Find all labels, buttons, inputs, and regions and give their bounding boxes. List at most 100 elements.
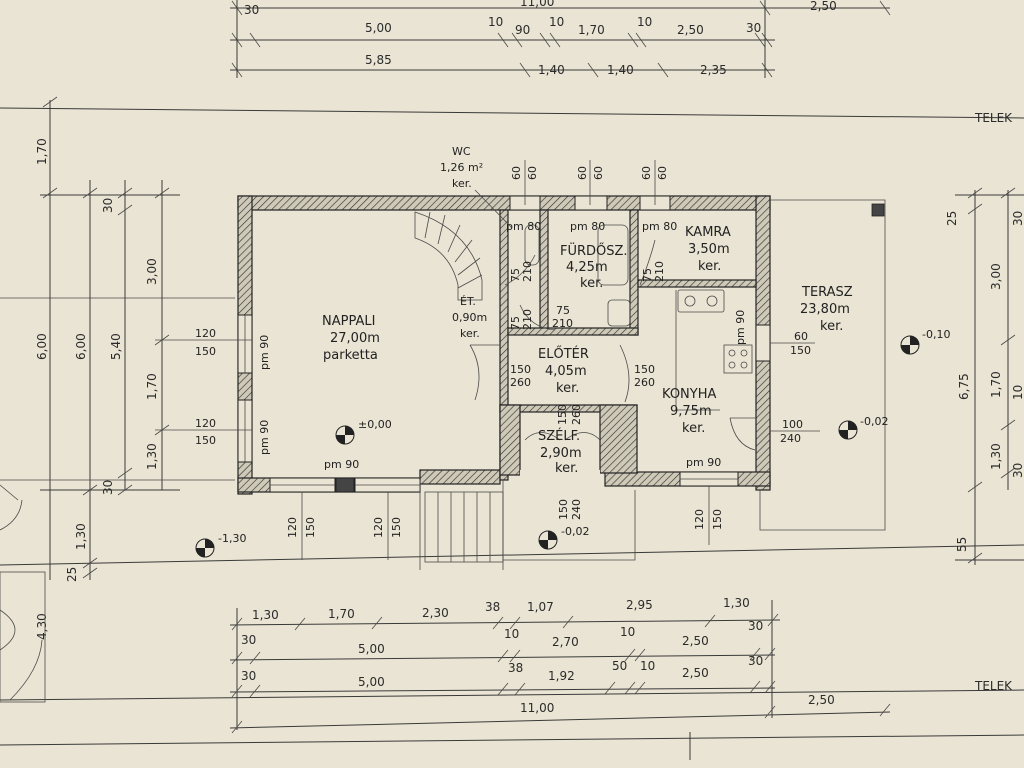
open-top-c-2: 60	[656, 166, 669, 180]
open-top-b-1: 60	[576, 166, 589, 180]
pm-kamra: pm 80	[642, 220, 677, 233]
outdoor-areas	[502, 199, 886, 561]
room-nappali-name: NAPPALI	[322, 314, 375, 329]
telek-label-top: TELEK	[974, 111, 1013, 125]
open-id-1: 75	[641, 268, 654, 282]
dim-bot-3-g: 2,50	[682, 666, 709, 680]
dim-right-a: 25	[945, 211, 959, 226]
dim-top-0-c: 2,50	[810, 0, 837, 13]
room-labels: NAPPALI 27,00m parketta WC 1,26 m² ker. …	[322, 145, 853, 476]
level-markers: ±0,00 -1,30 -0,02 -0,02 -0,10	[195, 328, 950, 558]
dim-right-d: 6,75	[957, 373, 971, 400]
dim-bot-1-c: 2,30	[422, 606, 449, 620]
open-er-2: 260	[634, 376, 655, 389]
room-furdo-name: FÜRDŐSZ.	[560, 242, 628, 259]
open-el-2: 260	[510, 376, 531, 389]
open-wl-b-2: 150	[195, 434, 216, 447]
dim-top-1-f: 10	[637, 15, 652, 29]
room-eloter-finish: ker.	[556, 381, 579, 396]
open-er-1: 150	[634, 363, 655, 376]
room-nappali-area: 27,00m	[330, 331, 380, 346]
dim-top-0-a: 30	[244, 3, 259, 17]
open-ia-1: 75	[509, 268, 522, 282]
left-dimensions: 1,70 6,00 6,00 5,40 30 3,00 1,70 1,30 30…	[35, 96, 180, 640]
open-s-1: 150	[556, 404, 569, 425]
pm-konyha-r: pm 90	[734, 310, 747, 345]
level-entrance: -0,02	[561, 525, 589, 538]
dim-top-1-h: 30	[746, 21, 761, 35]
dim-top-1-g: 2,50	[677, 23, 704, 37]
bottom-dimensions: 1,30 1,70 2,30 38 1,07 2,95 1,30 30 5,00…	[229, 596, 891, 760]
room-kamra-area: 3,50m	[688, 242, 730, 257]
pm-konyha: pm 90	[686, 456, 721, 469]
room-konyha-name: KONYHA	[662, 387, 716, 402]
dim-left-a: 1,70	[35, 138, 49, 165]
dim-bot-2-c: 10	[504, 627, 519, 641]
wall-int-4	[507, 327, 639, 336]
room-wc-name: WC	[452, 145, 471, 158]
level-konyha-out: -0,02	[860, 415, 888, 428]
dim-bot-1-f: 2,95	[626, 598, 653, 612]
dim-right-h: 30	[1011, 463, 1024, 478]
open-top-a-1: 60	[510, 166, 523, 180]
open-top-c-1: 60	[640, 166, 653, 180]
dim-bot-4-b: 2,50	[808, 693, 835, 707]
open-wb-b-1: 120	[372, 517, 385, 538]
telek-label-bottom: TELEK	[974, 679, 1013, 693]
room-nappali-finish: parketta	[323, 348, 378, 363]
dim-left-b: 6,00	[35, 333, 49, 360]
open-k-2: 240	[780, 432, 801, 445]
dim-bot-3-e: 50	[612, 659, 627, 673]
room-furdo-finish: ker.	[580, 276, 603, 291]
dim-bot-3-b: 5,00	[358, 675, 385, 689]
dim-top-1-d: 10	[549, 15, 564, 29]
dim-bot-1-g: 1,30	[723, 596, 750, 610]
dim-top-1-b: 10	[488, 15, 503, 29]
dim-bot-1-d: 38	[485, 600, 500, 614]
level-terasz: -0,10	[922, 328, 950, 341]
dim-top-2-b: 1,40	[538, 63, 565, 77]
open-k-1: 100	[782, 418, 803, 431]
open-wk-2: 150	[711, 509, 724, 530]
doors	[469, 239, 756, 451]
pm-left-a: pm 90	[258, 335, 271, 370]
open-wb-a-1: 120	[286, 517, 299, 538]
room-konyha-finish: ker.	[682, 421, 705, 436]
open-ic-2: 210	[552, 317, 573, 330]
open-top-a-2: 60	[526, 166, 539, 180]
level-marker-entrance	[538, 530, 558, 550]
level-nappali: ±0,00	[358, 418, 392, 431]
room-terasz-name: TERASZ	[801, 285, 853, 300]
dim-left-d: 5,40	[109, 333, 123, 360]
pm-wc: pm 80	[506, 220, 541, 233]
open-top-b-2: 60	[592, 166, 605, 180]
room-et-name: ÉT.	[460, 295, 476, 308]
room-konyha-area: 9,75m	[670, 404, 712, 419]
neighbour-left	[0, 297, 235, 703]
wall-int-3	[629, 209, 639, 336]
level-left-outside: -1,30	[218, 532, 246, 545]
property-lines: TELEK TELEK	[0, 107, 1024, 746]
dim-bot-2-g: 30	[748, 619, 763, 633]
open-el-1: 150	[510, 363, 531, 376]
wall-int-5	[637, 279, 757, 288]
dim-bot-2-f: 2,50	[682, 634, 709, 648]
room-kamra-name: KAMRA	[685, 225, 731, 240]
open-ib-1: 75	[509, 316, 522, 330]
dim-top-0-b: 11,00	[520, 0, 554, 9]
dim-right-e: 1,70	[989, 371, 1003, 398]
dim-bot-2-d: 2,70	[552, 635, 579, 649]
dim-bot-1-a: 1,30	[252, 608, 279, 622]
open-en-2: 240	[570, 499, 583, 520]
room-szelf-name: SZÉLF.	[538, 428, 580, 444]
open-t-2: 150	[790, 344, 811, 357]
dim-left-f: 3,00	[145, 258, 159, 285]
open-ia-2: 210	[521, 261, 534, 282]
dim-bot-1-e: 1,07	[527, 600, 554, 614]
dim-left-c: 6,00	[74, 333, 88, 360]
dim-left-g: 1,70	[145, 373, 159, 400]
open-wl-b-1: 120	[195, 417, 216, 430]
room-wc-finish: ker.	[452, 177, 472, 190]
